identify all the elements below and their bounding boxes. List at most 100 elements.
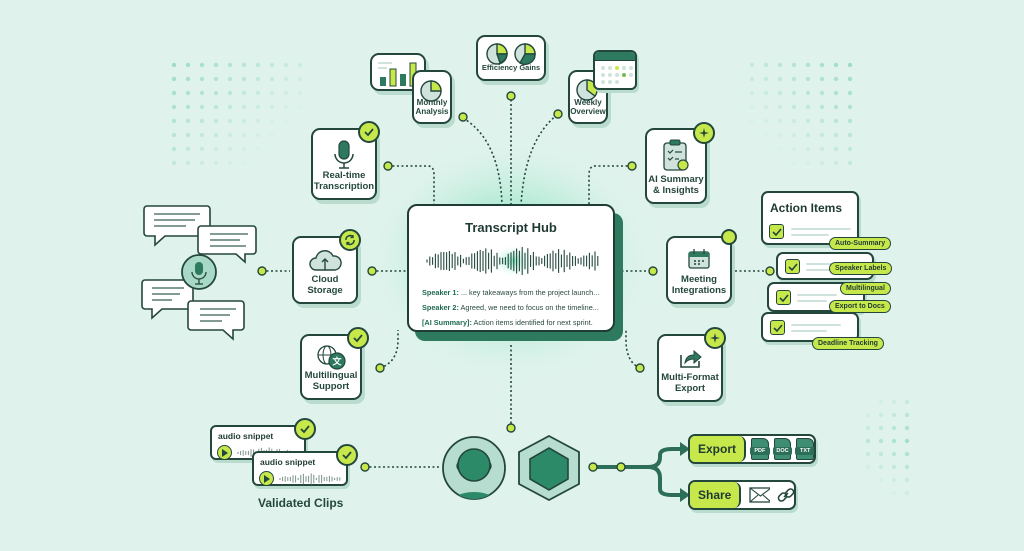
decor-dot: [904, 412, 910, 418]
decor-dot: [833, 160, 839, 166]
decor-dot: [255, 90, 261, 96]
txt-label: TXT: [795, 447, 814, 455]
decor-dot: [269, 118, 275, 124]
decor-dot: [791, 160, 797, 166]
decor-dot: [185, 104, 191, 110]
speaker-label: [AI Summary]:: [422, 318, 472, 327]
decor-dot: [213, 90, 219, 96]
speaker-label: Speaker 2:: [422, 303, 459, 312]
check-icon: [358, 121, 380, 143]
decor-dot: [791, 90, 797, 96]
output-route: [593, 447, 680, 497]
decor-dot: [241, 132, 247, 138]
decor-dot: [847, 132, 853, 138]
decor-dot: [199, 160, 205, 166]
transcript-line-3: [AI Summary]: Action items identified fo…: [422, 318, 593, 327]
decor-dot: [833, 132, 839, 138]
decor-dot: [805, 62, 811, 68]
play-icon[interactable]: [217, 445, 232, 460]
decor-dot: [227, 90, 233, 96]
validated-clips-caption: Validated Clips: [258, 496, 344, 510]
decor-dot: [777, 104, 783, 110]
decor-dot: [185, 76, 191, 82]
decor-dot: [878, 477, 884, 483]
pdf-file-icon[interactable]: PDF: [750, 438, 770, 460]
decor-dot: [213, 118, 219, 124]
decor-dot: [805, 90, 811, 96]
check-icon: [347, 327, 369, 349]
decor-dot: [805, 160, 811, 166]
decor-dot: [763, 62, 769, 68]
decor-dot: [819, 160, 825, 166]
export-action[interactable]: Export PDF DOC TXT: [688, 434, 816, 464]
decor-dot: [171, 62, 177, 68]
decor-dot: [297, 90, 303, 96]
checkbox-icon: [769, 224, 784, 239]
decor-dot: [297, 104, 303, 110]
decor-dot: [904, 451, 910, 457]
meeting-label-1: Meeting: [681, 274, 717, 285]
sync-icon: [339, 229, 361, 251]
decor-dot: [819, 118, 825, 124]
check-icon: [336, 444, 358, 466]
decor-dot: [241, 104, 247, 110]
decor-dot: [241, 90, 247, 96]
decor-dot: [833, 76, 839, 82]
decor-dot: [185, 132, 191, 138]
decor-dot: [185, 146, 191, 152]
multilingual-support-card: 文 Multilingual Support: [300, 334, 362, 400]
decor-dot: [777, 62, 783, 68]
decor-dot: [199, 90, 205, 96]
decor-dot: [819, 76, 825, 82]
status-dot-icon: [721, 229, 737, 245]
share-action[interactable]: Share: [688, 480, 796, 510]
decor-dot: [199, 118, 205, 124]
decor-dot: [891, 464, 897, 470]
checkbox-icon: [770, 320, 785, 335]
multilingual-label-1: Multilingual: [304, 370, 358, 381]
decor-dot: [777, 146, 783, 152]
dot-grid-bottom-right: [865, 399, 910, 496]
tag-speaker-labels: Speaker Labels: [829, 262, 893, 275]
decor-dot: [749, 62, 755, 68]
decor-dot: [749, 118, 755, 124]
decor-dot: [763, 118, 769, 124]
decor-dot: [255, 118, 261, 124]
decor-dot: [878, 451, 884, 457]
clipboard-icon: [647, 139, 705, 173]
waveform-icon: [426, 244, 599, 278]
snippet-label: audio snippet: [260, 457, 316, 467]
decor-dot: [255, 62, 261, 68]
decor-dot: [185, 160, 191, 166]
decor-dot: [865, 412, 871, 418]
meeting-label-2: Integrations: [671, 285, 727, 296]
decor-dot: [213, 104, 219, 110]
doc-file-icon[interactable]: DOC: [772, 438, 793, 460]
share-button[interactable]: Share: [690, 482, 742, 508]
decor-dot: [283, 76, 289, 82]
svg-text:文: 文: [331, 356, 342, 368]
decor-dot: [847, 146, 853, 152]
decor-dot: [171, 132, 177, 138]
arrow-export-icon: [680, 442, 690, 456]
txt-file-icon[interactable]: TXT: [795, 438, 814, 460]
play-icon[interactable]: [259, 471, 274, 486]
decor-dot: [847, 90, 853, 96]
transcript-text: Action items identified for next sprint.: [471, 318, 593, 327]
dot-grid-top-right: [749, 62, 853, 166]
pie-charts-icon: [478, 42, 544, 66]
user-avatar-icon: [442, 436, 506, 500]
decor-dot: [878, 464, 884, 470]
link-icon[interactable]: [776, 485, 794, 505]
decor-dot: [199, 104, 205, 110]
email-icon[interactable]: [749, 487, 771, 503]
export-button[interactable]: Export: [690, 436, 747, 462]
decor-dot: [777, 132, 783, 138]
decor-dot: [227, 62, 233, 68]
audio-snippet-card[interactable]: audio snippet: [252, 451, 348, 486]
decor-dot: [227, 160, 233, 166]
decor-dot: [847, 62, 853, 68]
decor-dot: [833, 146, 839, 152]
decor-dot: [805, 132, 811, 138]
decor-dot: [227, 104, 233, 110]
